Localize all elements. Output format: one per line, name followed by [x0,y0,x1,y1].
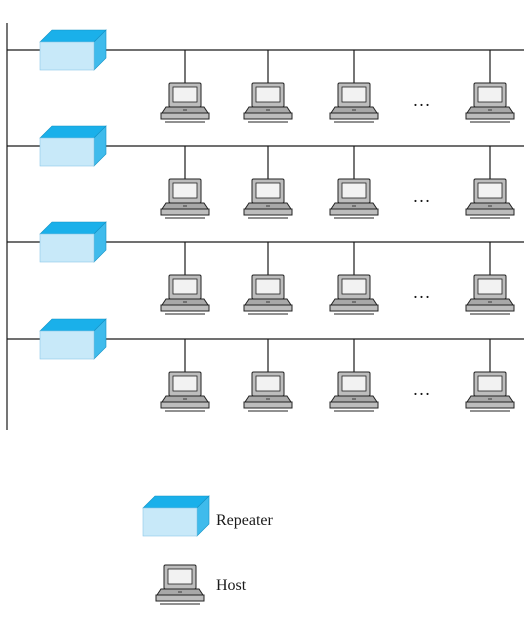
host-icon [329,371,379,412]
legend-host-label: Host [216,577,247,594]
more-hosts-ellipsis: … [413,282,432,302]
legend: Repeater Host [142,495,274,605]
repeater-icon [39,125,107,167]
host-icon [329,178,379,219]
repeater-icon [39,318,107,360]
host-icon [243,371,293,412]
repeater-icon [39,29,107,71]
legend-repeater: Repeater [142,495,274,537]
legend-repeater-label: Repeater [216,512,274,529]
repeater-icon [39,221,107,263]
host-icon [465,82,515,123]
host-icon [465,371,515,412]
host-icon [160,82,210,123]
host-icon [329,82,379,123]
host-icon [160,371,210,412]
host-icon [155,564,205,605]
lan-segment-2: … [7,125,524,219]
host-icon [243,178,293,219]
more-hosts-ellipsis: … [413,186,432,206]
legend-host: Host [155,564,247,605]
host-icon [243,274,293,315]
host-icon [243,82,293,123]
repeater-icon [142,495,210,537]
lan-segment-3: … [7,221,524,315]
lan-segment-4: … [7,318,524,412]
more-hosts-ellipsis: … [413,90,432,110]
host-icon [465,178,515,219]
host-icon [160,178,210,219]
host-icon [465,274,515,315]
host-icon [329,274,379,315]
host-icon [160,274,210,315]
lan-segment-1: … [7,29,524,123]
more-hosts-ellipsis: … [413,379,432,399]
